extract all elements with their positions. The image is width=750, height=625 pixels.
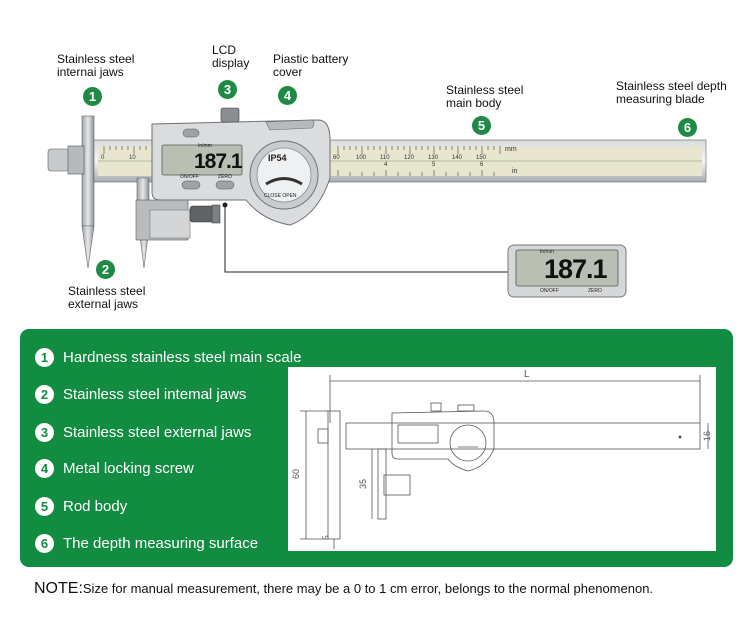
scale-tick-label: 60 — [333, 155, 340, 161]
feature-item: 1 Hardness stainless steel main scale — [35, 345, 301, 369]
internal-jaws-label: Stainless steel internai jaws — [57, 52, 135, 79]
internal-jaws-badge: 1 — [83, 87, 102, 106]
feature-label: Hardness stainless steel main scale — [63, 348, 302, 366]
feature-number: 6 — [35, 533, 54, 553]
close-open-label: CLOSE OPEN — [264, 193, 297, 199]
on-off-label: ON/OFF — [180, 174, 199, 180]
battery-cover-label: Piastic battery cover — [273, 52, 349, 79]
main-body-badge: 5 — [472, 116, 491, 135]
dimension-l: L — [524, 369, 530, 380]
external-jaws-badge: 2 — [96, 260, 115, 279]
scale-tick-label: 10 — [129, 155, 136, 161]
zoom-unit-label: In/mm — [540, 249, 554, 255]
zoom-zero-label: ZERO — [588, 288, 602, 294]
dimension-35: 35 — [358, 478, 369, 490]
scale-tick-label: 110 — [380, 155, 390, 161]
mm-unit: mm — [505, 146, 517, 153]
dimension-5: 5 — [321, 535, 331, 540]
zoom-on-off-label: ON/OFF — [540, 288, 559, 294]
scale-tick-label: 150 — [476, 155, 487, 161]
feature-item: 2 Stainless steel intemal jaws — [35, 382, 246, 406]
feature-label: Stainless steel intemal jaws — [63, 385, 247, 403]
main-body-label: Stainless steel main body — [446, 83, 524, 110]
dimension-60: 60 — [291, 468, 302, 480]
feature-number: 1 — [35, 347, 54, 367]
feature-item: 3 Stainless steel external jaws — [35, 420, 251, 444]
scale-tick-label: 130 — [428, 155, 439, 161]
feature-number: 4 — [35, 458, 54, 478]
scale-inch-label: 6 — [480, 162, 484, 168]
note-text: Size for manual measurement, there may b… — [82, 581, 654, 596]
feature-label: Stainless steel external jaws — [63, 423, 252, 441]
scale-tick-label: 140 — [452, 155, 463, 161]
depth-blade-label: Stainless steel depth measuring blade — [616, 79, 727, 106]
lcd-unit-label: In/mm — [198, 143, 212, 149]
scale-tick-label: 100 — [356, 155, 367, 161]
lcd-display-label: LCD display — [212, 43, 250, 70]
dimension-drawing — [300, 375, 709, 549]
dimension-16: 16 — [702, 430, 713, 442]
lcd-reading: 187.1 — [194, 150, 243, 173]
feature-item: 5 Rod body — [35, 494, 127, 518]
note-heading: NOTE: — [34, 580, 83, 597]
in-unit: in — [512, 168, 518, 175]
caliper-illustration — [47, 107, 707, 298]
feature-label: The depth measuring surface — [63, 534, 259, 552]
scale-inch-label: 4 — [384, 162, 388, 168]
feature-number: 3 — [35, 422, 54, 442]
feature-number: 5 — [35, 496, 54, 516]
lcd-display-badge: 3 — [218, 80, 237, 99]
feature-number: 2 — [35, 384, 54, 404]
depth-blade-badge: 6 — [678, 118, 697, 137]
feature-item: 4 Metal locking screw — [35, 456, 194, 480]
technical-drawing: L 16 60 35 5 — [288, 367, 716, 551]
scale-tick-label: 0 — [101, 155, 105, 161]
ip-rating: IP54 — [268, 153, 287, 163]
zoom-reading: 187.1 — [544, 254, 608, 284]
feature-item: 6 The depth measuring surface — [35, 531, 258, 555]
feature-label: Rod body — [63, 497, 128, 515]
note: NOTE:Size for manual measurement, there … — [34, 580, 653, 598]
battery-cover-badge: 4 — [278, 86, 297, 105]
feature-panel: 1 Hardness stainless steel main scale 2 … — [20, 329, 733, 567]
scale-tick-label: 120 — [404, 155, 415, 161]
external-jaws-label: Stainless steel external jaws — [68, 284, 146, 311]
scale-inch-label: 5 — [432, 162, 436, 168]
feature-label: Metal locking screw — [63, 459, 194, 477]
zero-label: ZERO — [218, 174, 232, 180]
